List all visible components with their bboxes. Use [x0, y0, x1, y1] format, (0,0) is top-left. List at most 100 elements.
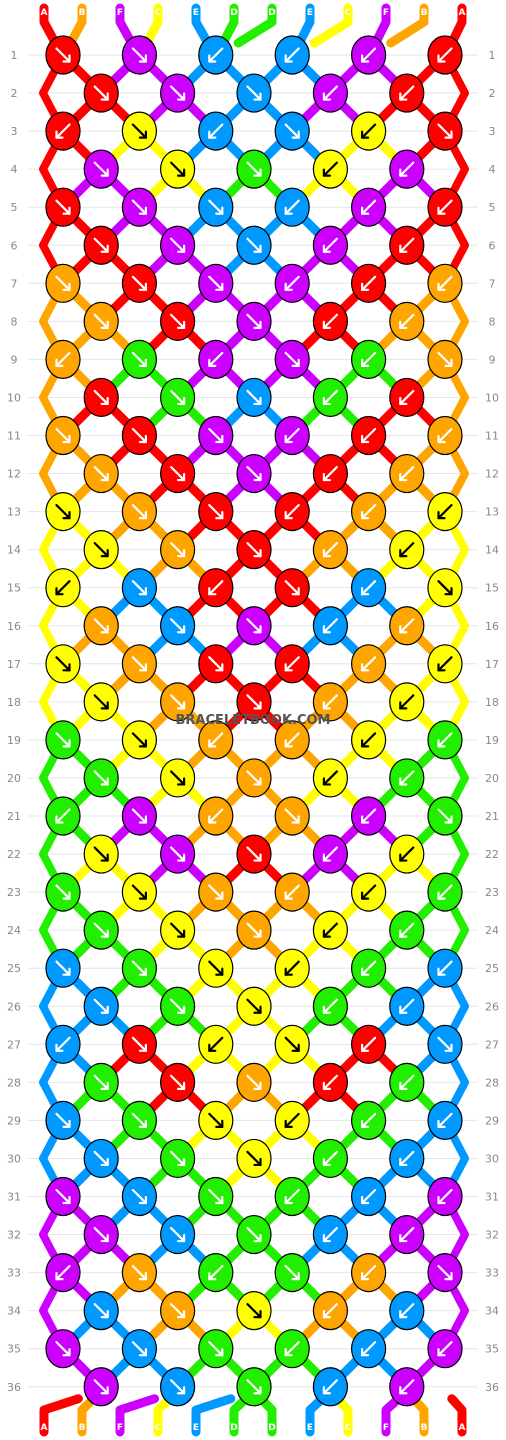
arrow-down-right-icon: [93, 1074, 109, 1090]
row-label: 10: [485, 391, 499, 404]
knot: [427, 1176, 463, 1217]
row-label: 14: [485, 544, 499, 557]
arrow-down-left-icon: [361, 960, 377, 976]
knot: [427, 35, 463, 75]
knot: [198, 111, 234, 151]
arrow-down-right-icon: [55, 1112, 71, 1129]
strand-letter-bottom: C: [155, 1423, 162, 1433]
arrow-down-right-icon: [284, 351, 300, 367]
knot: [160, 453, 196, 494]
arrow-down-left-icon: [361, 427, 377, 444]
row-label: 36: [485, 1381, 499, 1394]
knot: [236, 1062, 272, 1102]
arrow-down-right-icon: [208, 504, 224, 520]
arrow-down-left-icon: [361, 275, 377, 291]
arrow-down-left-icon: [399, 922, 415, 938]
knot: [312, 73, 348, 113]
knot: [236, 377, 272, 418]
arrow-down-left-icon: [284, 1188, 300, 1205]
row-label: 26: [7, 1000, 21, 1013]
knot: [198, 644, 234, 684]
arrow-down-left-icon: [437, 427, 453, 444]
knot: [236, 758, 272, 798]
strand-letter-bottom: D: [230, 1423, 237, 1433]
knot: [274, 1329, 310, 1369]
arrow-down-left-icon: [322, 1074, 338, 1090]
strand-tail-top: [310, 3, 353, 48]
knot: [389, 301, 425, 341]
row-label: 11: [485, 430, 499, 443]
knot: [45, 1252, 81, 1293]
knot: [198, 1329, 234, 1369]
knot: [351, 720, 387, 760]
arrow-down-left-icon: [361, 199, 377, 215]
arrow-down-left-icon: [399, 465, 415, 482]
arrow-down-right-icon: [170, 846, 186, 862]
strand-tail-bottom: [332, 1394, 353, 1437]
knot: [389, 1367, 425, 1407]
row-label: 21: [485, 810, 499, 823]
arrow-down-right-icon: [93, 85, 109, 101]
knot: [83, 834, 119, 874]
knot: [427, 796, 463, 836]
knot: [121, 644, 157, 684]
row-label: 27: [485, 1038, 499, 1051]
arrow-down-left-icon: [361, 1188, 377, 1205]
arrow-down-right-icon: [246, 465, 262, 482]
arrow-down-left-icon: [399, 770, 415, 786]
knot: [274, 948, 310, 988]
row-label: 4: [11, 163, 18, 176]
knot: [312, 758, 348, 798]
knot: [389, 225, 425, 265]
strand-tail-top: [386, 3, 429, 48]
knot: [160, 1291, 196, 1331]
arrow-down-right-icon: [208, 275, 224, 291]
knot: [427, 720, 463, 760]
strand-letter-bottom: A: [41, 1423, 48, 1433]
knot: [312, 1367, 348, 1407]
knot: [312, 377, 348, 418]
arrow-down-right-icon: [55, 732, 71, 748]
arrow-down-left-icon: [437, 732, 453, 748]
row-label: 8: [489, 315, 496, 328]
arrow-down-right-icon: [93, 694, 109, 710]
knot: [160, 225, 196, 265]
arrow-down-right-icon: [208, 884, 224, 900]
knot: [389, 1062, 425, 1102]
row-label: 5: [489, 201, 496, 214]
arrow-down-left-icon: [399, 313, 415, 329]
row-label: 8: [11, 315, 18, 328]
knot: [427, 644, 463, 684]
arrow-down-right-icon: [131, 884, 147, 900]
arrow-down-right-icon: [437, 351, 453, 367]
row-label: 34: [7, 1305, 21, 1318]
knot: [160, 758, 196, 798]
knot: [198, 720, 234, 760]
knot: [312, 1062, 348, 1102]
row-label: 20: [485, 772, 499, 785]
knot: [274, 1176, 310, 1217]
knot: [45, 796, 81, 836]
knot: [45, 415, 81, 456]
arrow-down-left-icon: [284, 427, 300, 444]
arrow-down-left-icon: [361, 1036, 377, 1052]
knot: [312, 1214, 348, 1255]
knot: [160, 682, 196, 722]
row-label: 16: [7, 620, 21, 633]
knot: [83, 1291, 119, 1331]
strand-tail-bottom: [447, 1394, 467, 1437]
knot: [83, 225, 119, 265]
arrow-down-right-icon: [131, 1188, 147, 1205]
strand-tail-bottom: [115, 1394, 160, 1437]
arrow-down-left-icon: [361, 1264, 377, 1281]
arrow-down-right-icon: [131, 427, 147, 444]
row-label: 16: [485, 620, 499, 633]
strand-letter-top: F: [117, 8, 123, 18]
arrow-down-left-icon: [361, 656, 377, 672]
row-label: 13: [485, 506, 499, 519]
row-label: 2: [11, 87, 18, 100]
knot: [389, 1138, 425, 1179]
row-label: 3: [489, 125, 496, 138]
arrow-down-left-icon: [361, 504, 377, 520]
arrow-down-left-icon: [55, 123, 71, 139]
